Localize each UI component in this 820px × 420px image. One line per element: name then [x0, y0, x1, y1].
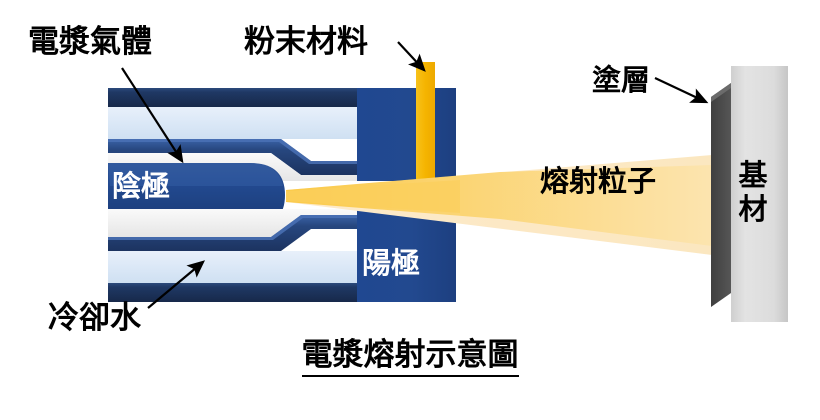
label-sprayed-particles: 熔射粒子 — [540, 164, 657, 198]
anode-block-upper — [357, 88, 456, 181]
plasma-gas-channel-lower — [108, 209, 357, 237]
label-powder-material: 粉末材料 — [244, 24, 368, 60]
label-coolant-water: 冷卻水 — [48, 300, 141, 336]
powder-feed-tube — [416, 62, 435, 181]
powder-material-arrow — [397, 41, 426, 72]
substrate-block — [731, 66, 788, 322]
torch-lower-inner-wall — [108, 215, 357, 251]
plasma-gas-arrow — [121, 67, 184, 164]
label-plasma-gas: 電漿氣體 — [28, 24, 152, 60]
anode-block-lower — [357, 209, 456, 302]
torch-lower-outer-wall — [108, 283, 357, 302]
figure-title: 電漿熔射示意圖 — [301, 338, 519, 378]
coolant-water-arrow — [147, 260, 206, 309]
label-cathode: 陰極 — [112, 169, 171, 203]
torch-upper-outer-wall — [108, 88, 357, 107]
coating-arrow — [654, 77, 709, 104]
coolant-channel-upper — [108, 107, 357, 139]
figure-title-container: 電漿熔射示意圖 — [0, 338, 820, 378]
plasma-jet-inner-core — [286, 180, 460, 213]
label-coating: 塗層 — [592, 63, 651, 97]
coolant-channel-lower — [108, 251, 357, 283]
coating-layer — [711, 83, 731, 307]
label-substrate: 基材 — [738, 158, 768, 227]
label-anode: 陽極 — [362, 246, 421, 280]
